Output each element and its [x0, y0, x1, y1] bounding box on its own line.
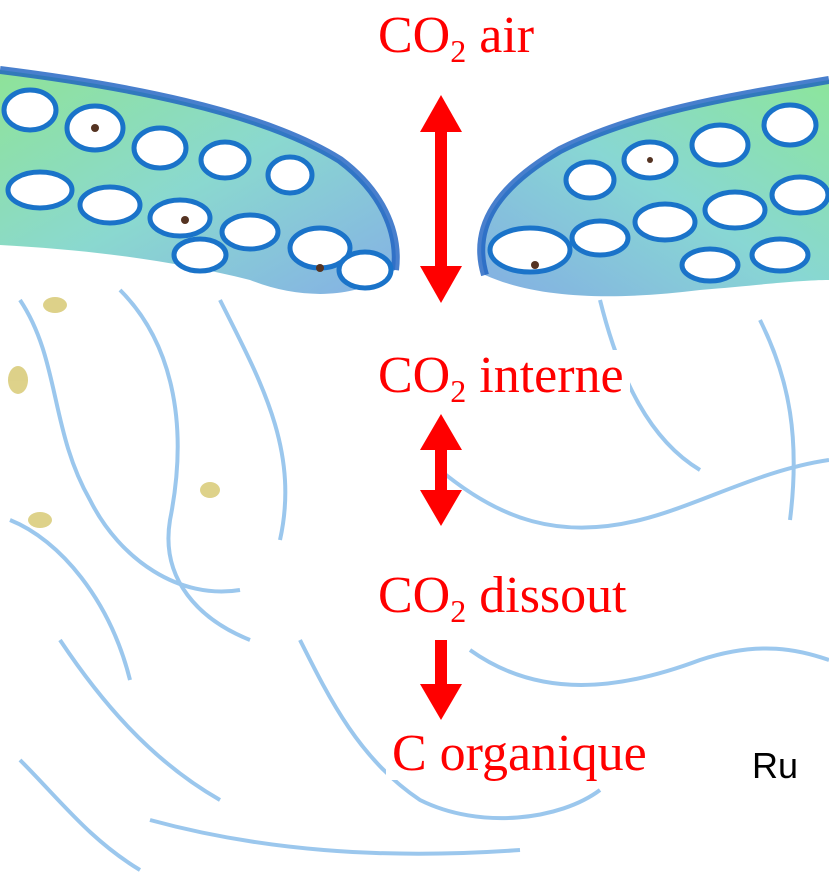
node-co2-dissout: CO2 dissout [372, 567, 667, 627]
node-label-subscript: 2 [450, 593, 467, 629]
node-label-main: CO [378, 567, 451, 624]
node-label-rest: interne [466, 347, 624, 404]
arrow-air-interne [420, 95, 462, 303]
node-co2-air: CO2 air [372, 7, 541, 67]
arrow-head-down-icon [420, 684, 462, 720]
citation-text: Ru [752, 745, 799, 786]
node-label-main: CO [378, 7, 451, 64]
node-c-organique: C organique [386, 728, 653, 780]
node-label-main: CO [378, 347, 451, 404]
arrow-interne-dissout [420, 414, 462, 526]
node-label-subscript: 2 [450, 33, 467, 69]
node-co2-interne: CO2 interne [372, 347, 630, 407]
arrow-dissout-organique [420, 640, 462, 720]
node-label-rest: dissout [466, 567, 627, 624]
node-label-main: C organique [392, 725, 647, 782]
arrow-head-up-icon [420, 95, 462, 132]
arrow-head-up-icon [420, 414, 462, 450]
node-label-subscript: 2 [450, 373, 467, 409]
node-label-rest: air [466, 7, 535, 64]
arrow-head-down-icon [420, 490, 462, 526]
arrow-head-down-icon [420, 266, 462, 303]
